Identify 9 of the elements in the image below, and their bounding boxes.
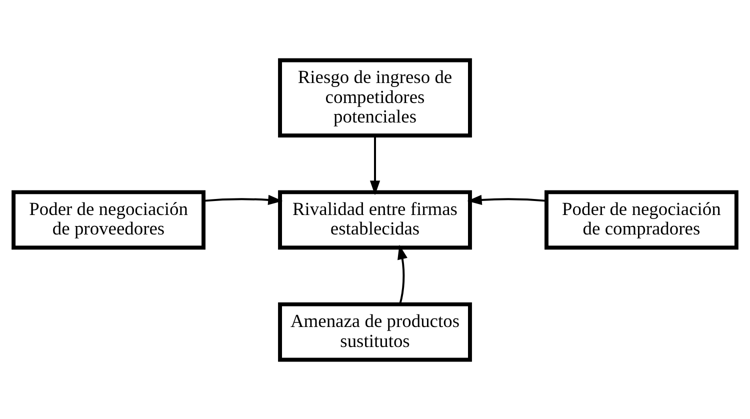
arrow [467, 194, 546, 204]
node-box: Poder de negociación de proveedores [12, 190, 206, 250]
arrow [204, 194, 283, 204]
arrow [370, 135, 380, 195]
arrow [398, 244, 408, 304]
node-box: Amenaza de productos sustitutos [278, 302, 472, 362]
node-box: Poder de negociación de compradores [544, 190, 738, 250]
node-box: Riesgo de ingreso de competidores potenciales [278, 58, 472, 137]
node-box: Rivalidad entre firmas establecidas [278, 190, 472, 250]
